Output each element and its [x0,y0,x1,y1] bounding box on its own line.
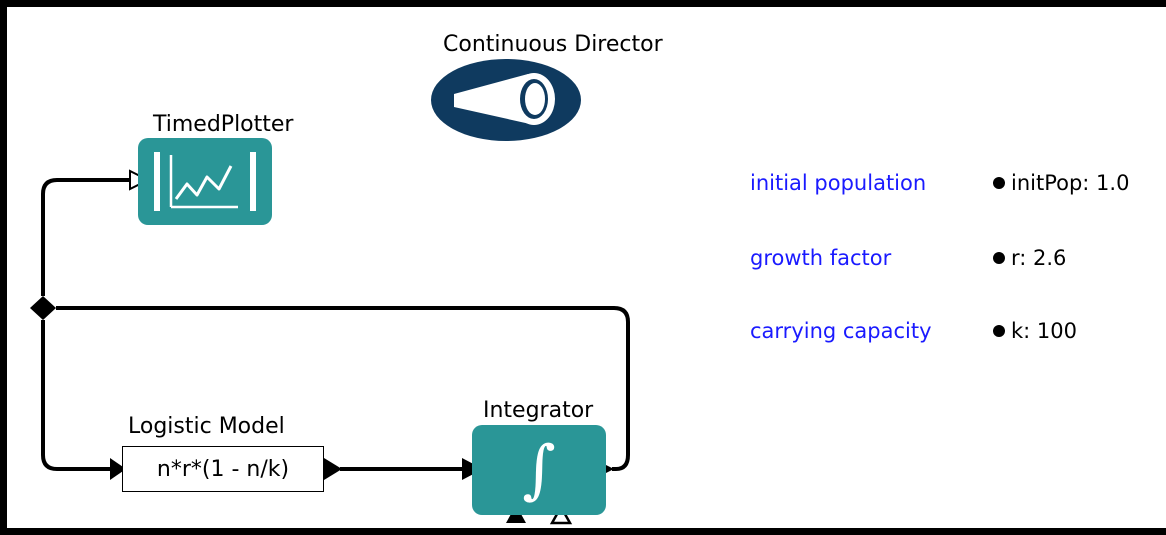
param-initpop-value: initPop: 1.0 [1011,171,1130,195]
wire-to-plotter[interactable] [41,178,130,296]
param-annotation-initial-population: initial population [750,171,927,195]
param-annotation-growth-factor: growth factor [750,246,892,270]
param-initpop[interactable]: initPop: 1.0 [993,173,1129,194]
wire-to-logistic-model[interactable] [41,320,116,471]
plotter-label: TimedPlotter [153,112,294,137]
param-r-value: r: 2.6 [1011,246,1067,270]
parameter-bullet-icon [993,252,1005,264]
timed-plotter-actor[interactable] [138,138,272,225]
parameter-bullet-icon [993,177,1005,189]
integrator-bottom-port-hollow[interactable] [549,504,573,525]
chart-icon [154,152,256,211]
param-r[interactable]: r: 2.6 [993,248,1066,269]
integrator-label: Integrator [483,398,594,423]
logistic-model-label: Logistic Model [128,414,285,439]
logistic-model-actor[interactable]: n*r*(1 - n/k) [122,446,324,492]
logistic-model-output-port[interactable] [324,458,342,480]
director-icon[interactable] [430,58,582,142]
integral-icon: ∫ [522,433,556,507]
logistic-model-input-port[interactable] [110,458,126,480]
integrator-actor[interactable]: ∫ [472,425,606,515]
param-k-value: k: 100 [1011,319,1077,343]
director-label: Continuous Director [443,32,663,57]
parameter-bullet-icon [993,325,1005,337]
relation-diamond[interactable] [30,296,56,320]
param-annotation-carrying-capacity: carrying capacity [750,319,932,343]
param-k[interactable]: k: 100 [993,321,1077,342]
wire-feedback-loop[interactable] [56,306,630,471]
logistic-model-expression: n*r*(1 - n/k) [156,456,290,482]
